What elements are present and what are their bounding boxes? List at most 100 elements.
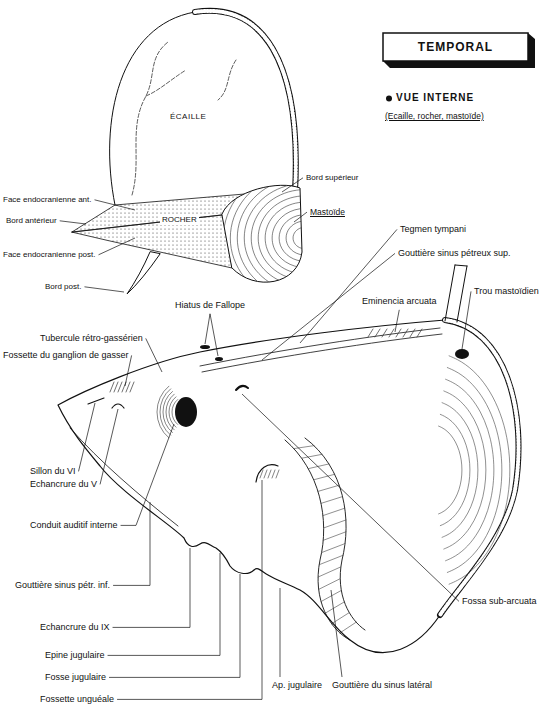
ganglion-fossa-hatch <box>126 382 130 392</box>
mastoid-hatch <box>446 379 494 560</box>
part-label: Fossette du ganglion de gasser <box>3 350 129 361</box>
aqueduct-opening <box>256 465 278 482</box>
hatch-line <box>244 183 305 293</box>
eminence-hatch <box>375 329 380 337</box>
leader-line <box>294 212 307 222</box>
aqueduct-hatch <box>264 470 267 478</box>
leader-line <box>99 238 135 255</box>
part-label: Echancrure du IX <box>40 622 110 633</box>
ganglion-fossa-hatch <box>130 382 134 392</box>
part-label: ROCHER <box>160 215 199 225</box>
part-label: Gouttière sinus pétr. inf. <box>15 580 110 591</box>
part-label: Bord antérieur <box>6 216 57 226</box>
sigmoid-hatch <box>318 485 339 491</box>
vessel-groove <box>132 42 168 195</box>
part-label: Face endocranienne ant. <box>3 195 92 205</box>
part-label: Gouttière sinus pétreux sup. <box>398 248 511 259</box>
hatch-line <box>286 221 305 255</box>
part-label: Echancrure du V <box>30 479 97 490</box>
mastoid-hatch <box>449 356 510 584</box>
eminence-hatch <box>417 329 422 337</box>
leader-line <box>109 574 240 677</box>
mastoid-hatch <box>439 426 462 514</box>
leader-line <box>210 314 218 356</box>
aqueduct-hatch <box>276 470 279 478</box>
leader-line <box>121 424 174 525</box>
leader-line <box>462 291 471 349</box>
part-label: Trou mastoïdien <box>474 286 539 297</box>
part-label: Sillon du VI <box>30 466 76 477</box>
leader-line <box>331 590 342 677</box>
part-label: Hiatus de Fallope <box>175 300 245 311</box>
sigmoid-hatch <box>319 579 341 590</box>
part-label: VUE INTERNE <box>396 92 474 104</box>
box-shadow <box>383 33 535 68</box>
sigmoid-hatch <box>325 602 344 613</box>
part-label: Tegmen tympani <box>400 224 466 235</box>
squama-cut <box>445 265 455 321</box>
sigmoid-hatch <box>318 567 341 577</box>
part-label: Fosse jugulaire <box>45 672 106 683</box>
part-label: Fossette unguéale <box>40 694 114 705</box>
mastoid-foramen <box>455 349 469 359</box>
meatus-hatch <box>169 397 176 427</box>
leader-line <box>113 502 150 585</box>
leader-line <box>395 310 399 332</box>
leader-line <box>108 553 220 655</box>
sigmoid-hatch <box>340 622 356 633</box>
sigmoid-groove <box>285 440 350 640</box>
part-label: Bord supérieur <box>306 173 358 183</box>
bullet <box>386 96 392 102</box>
title-text: TEMPORAL <box>383 33 528 61</box>
hatch-line <box>230 171 305 306</box>
bone-outline <box>58 320 519 653</box>
leader-line <box>113 548 190 627</box>
squama-outline <box>110 11 296 205</box>
mastoid-hatch <box>444 391 486 549</box>
superior-petrosal-groove <box>200 328 440 366</box>
sigmoid-hatch <box>324 520 346 528</box>
part-label: Mastoïde <box>310 207 345 217</box>
part-label: Gouttière du sinus latéral <box>332 680 432 691</box>
leader-line <box>60 221 86 224</box>
mastoid-region <box>222 185 302 282</box>
aqueduct-hatch <box>260 470 263 478</box>
sigmoid-hatch <box>323 532 346 541</box>
subarcuate-slit <box>236 386 248 390</box>
hatch-line <box>265 202 305 274</box>
aqueduct-hatch <box>272 470 275 478</box>
squama-border <box>195 11 296 192</box>
hatch-line <box>293 227 305 249</box>
inferior-petrosal-groove <box>70 428 178 526</box>
eminence-hatch <box>403 329 408 337</box>
leader-line <box>300 229 397 343</box>
abducens-groove <box>88 398 104 404</box>
eminence-hatch <box>382 329 387 337</box>
meatus-hatch <box>163 392 172 433</box>
leader-line <box>262 253 395 360</box>
sigmoid-hatch <box>319 555 343 564</box>
meatus-hatch <box>166 394 174 430</box>
leader-line <box>95 200 135 210</box>
leader-line <box>146 338 162 372</box>
part-label: Conduit auditif interne <box>30 520 118 531</box>
leader-line <box>100 409 118 484</box>
hatch-line <box>251 189 305 286</box>
leader-line <box>282 178 303 192</box>
sigmoid-hatch <box>322 544 345 553</box>
mastoid-hatch <box>440 414 470 525</box>
box-face <box>383 33 528 61</box>
mastoid-hatch <box>442 403 478 538</box>
leader-line <box>79 403 95 471</box>
part-label: Eminencia arcuata <box>362 296 437 307</box>
part-label: (Ecaille, rocher, mastoïde) <box>385 111 484 121</box>
ganglion-fossa-hatch <box>110 382 114 392</box>
leader-line <box>205 314 210 344</box>
small-view <box>72 11 305 312</box>
part-label: Tubercule rétro-gassérien <box>40 333 143 344</box>
ganglion-fossa-hatch <box>114 382 118 392</box>
eminence-hatch <box>368 329 373 337</box>
large-view <box>58 265 519 653</box>
mastoid-border <box>440 320 519 615</box>
